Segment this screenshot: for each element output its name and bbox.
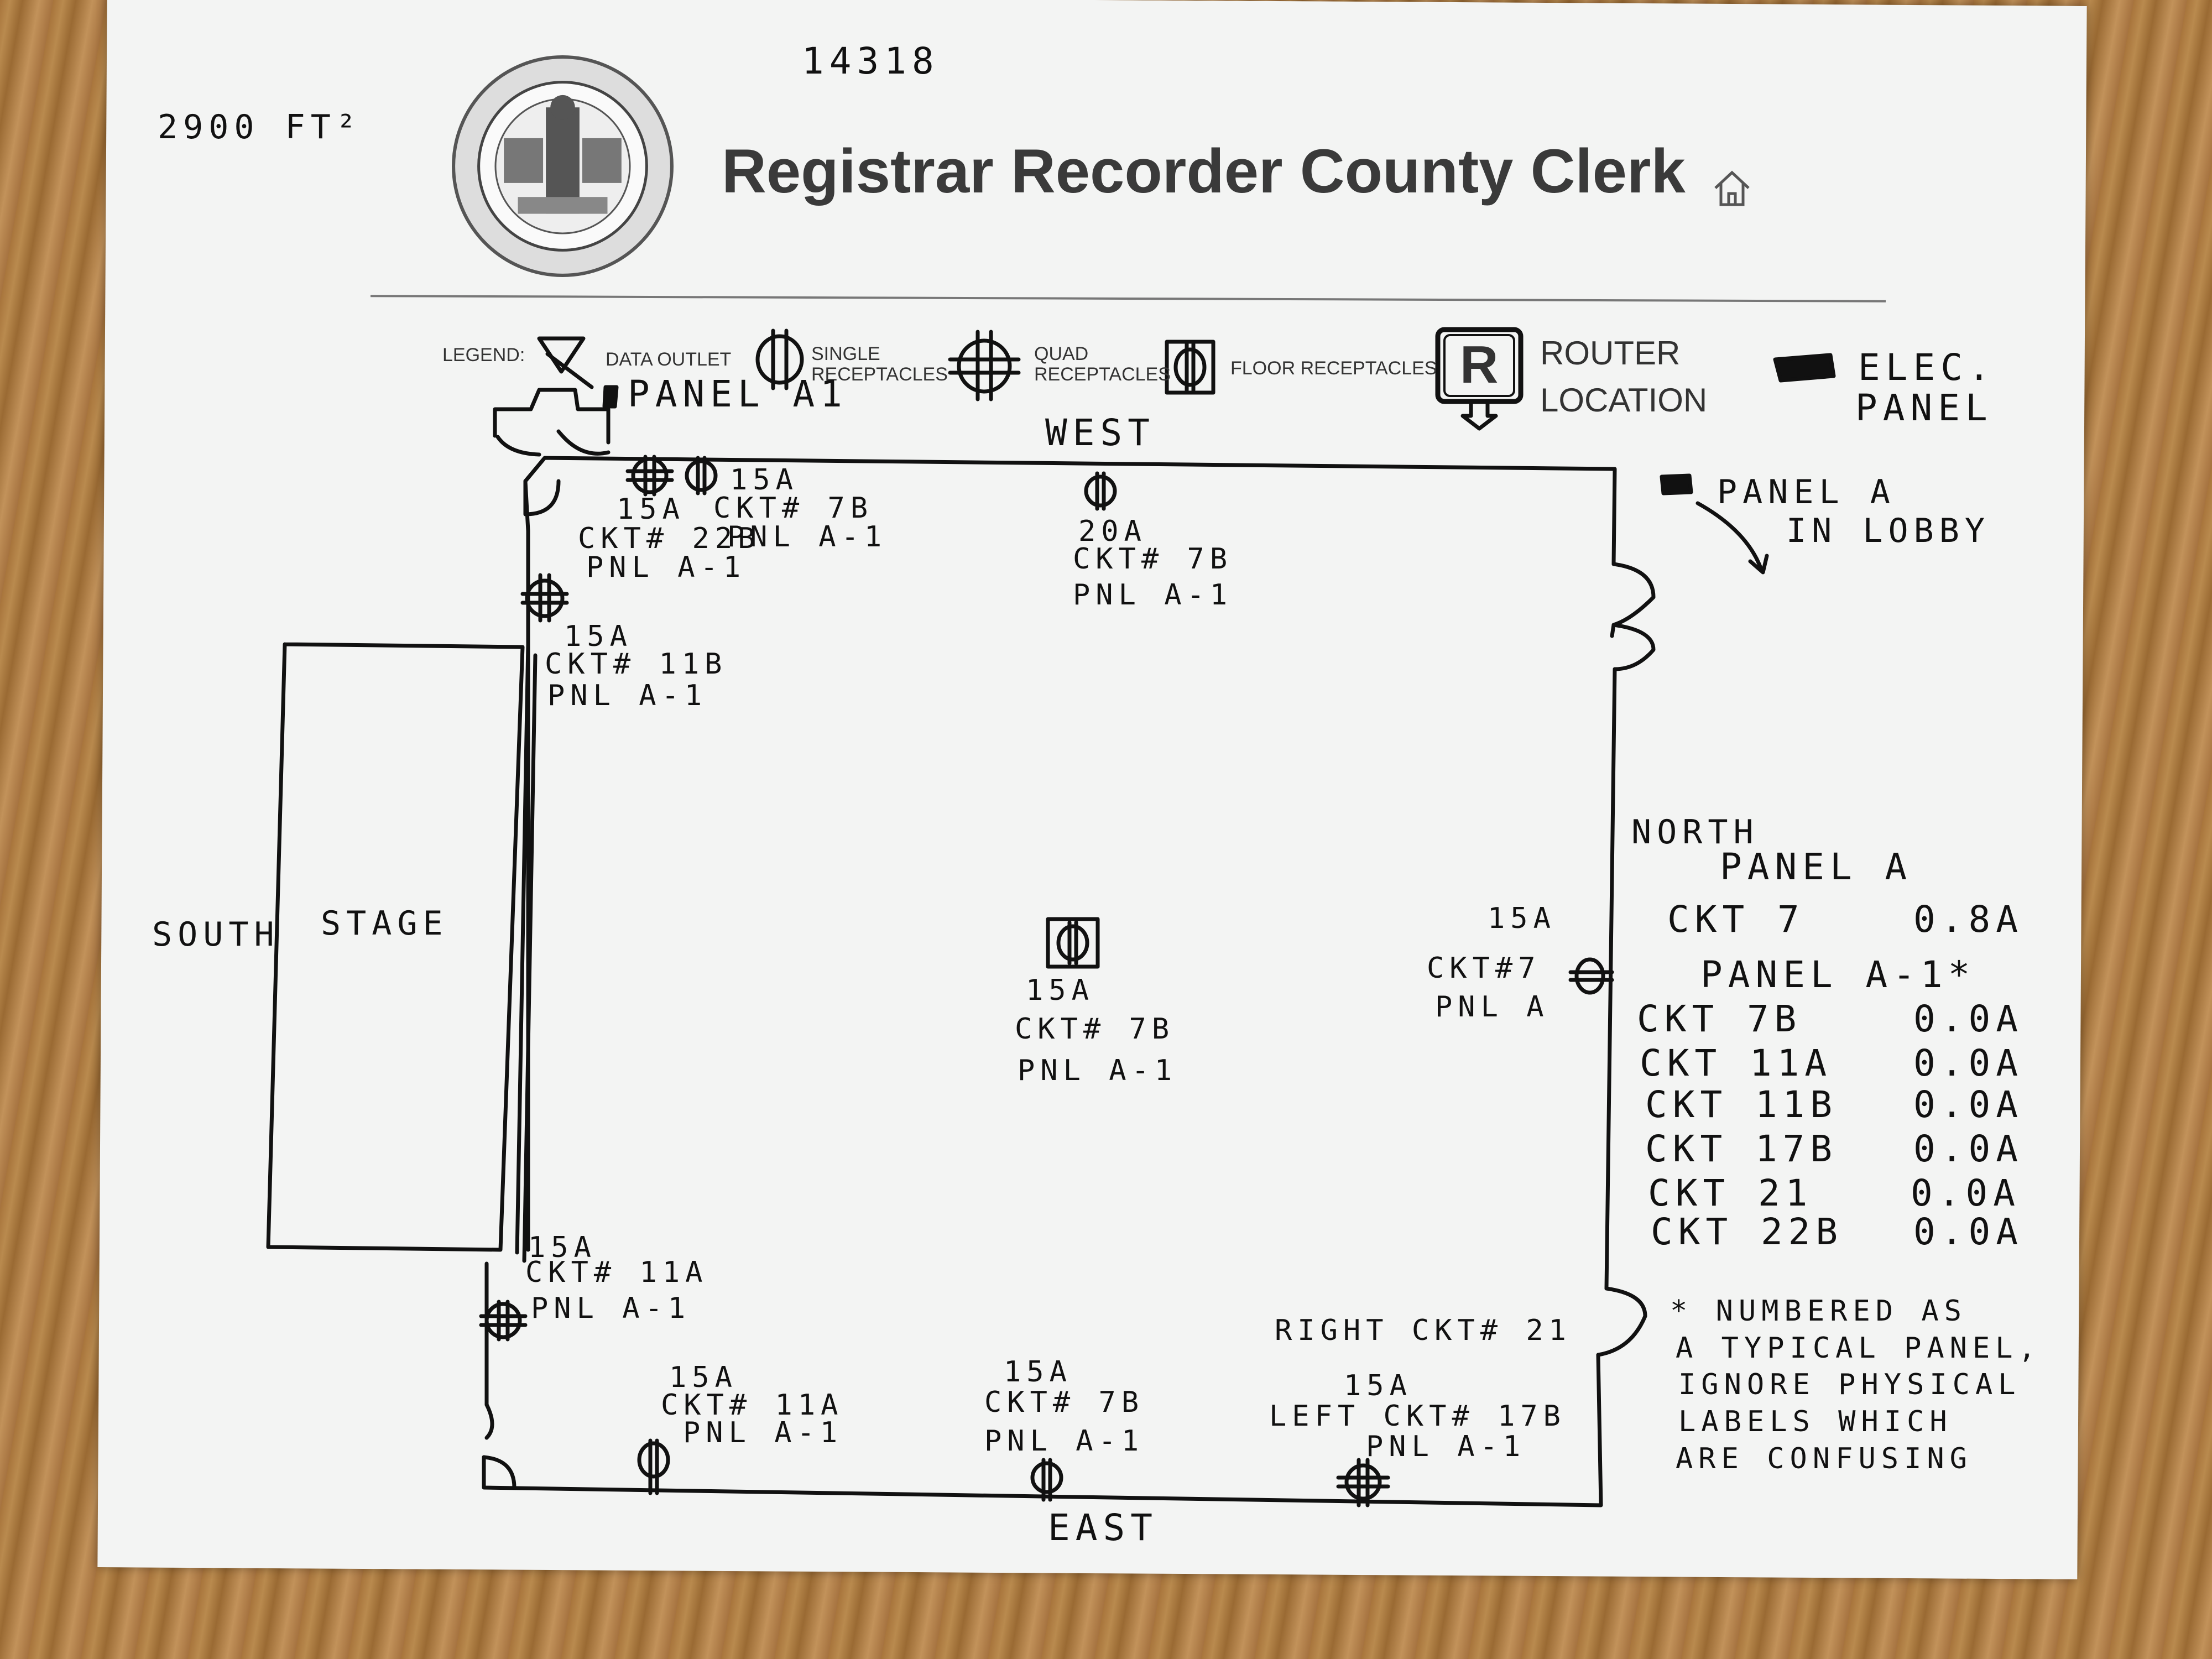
single-receptacle-icon: [755, 328, 804, 390]
footnote-line2: A TYPICAL PANEL,: [1676, 1332, 2041, 1365]
load-row-ckt: CKT 11B: [1645, 1083, 1838, 1126]
quad-receptacle-icon-top-left: [625, 455, 674, 497]
footnote-line5: ARE CONFUSING: [1676, 1442, 1973, 1475]
outlet-label-j-line4: PNL A-1: [1366, 1430, 1526, 1463]
load-table-panel-a-heading: PANEL A: [1720, 846, 1913, 888]
legend-floor-receptacle-label: FLOOR RECEPTACLES: [1230, 358, 1437, 379]
quad-receptacle-icon-bottom-left: [479, 1300, 528, 1342]
quad-receptacle-icon: [948, 330, 1021, 401]
panel-a-note-line2: IN LOBBY: [1786, 512, 1990, 550]
single-receptacle-icon-west-wall: [1084, 471, 1117, 511]
outlet-label-h-line1: 15A: [669, 1361, 738, 1394]
outlet-label-j-line1: RIGHT CKT# 21: [1275, 1314, 1572, 1347]
panel-a-note-line1: PANEL A: [1717, 473, 1896, 512]
area-note: 2900 FT²: [158, 108, 362, 147]
outlet-label-b-line2: CKT# 7B: [713, 492, 874, 525]
load-row-amps: 0.0A: [1913, 998, 2023, 1040]
outlet-label-d-line3: PNL A-1: [547, 679, 708, 712]
panel-a1-label: PANEL A1: [628, 373, 848, 415]
outlet-label-i-line3: PNL A-1: [984, 1425, 1145, 1458]
outlet-label-h-line3: PNL A-1: [683, 1416, 843, 1449]
outlet-label-a-line1: 15A: [617, 493, 685, 526]
floor-receptacle-icon: [1165, 340, 1215, 395]
single-receptacle-icon-top: [685, 456, 718, 495]
outlet-label-e-line3: PNL A-1: [1018, 1054, 1178, 1087]
outlet-label-f-line2: CKT#7: [1427, 952, 1541, 985]
load-row-amps: 0.0A: [1913, 1042, 2023, 1084]
quad-receptacle-icon-east-3: [1336, 1458, 1390, 1507]
outlet-label-g-line2: CKT# 11A: [525, 1256, 708, 1289]
outlet-label-d-line2: CKT# 11B: [545, 648, 728, 681]
legend-quad-receptacle-label: QUAD RECEPTACLES: [1034, 343, 1171, 385]
load-row-amps: 0.0A: [1913, 1211, 2023, 1253]
load-row-amps: 0.0A: [1913, 1083, 2023, 1126]
legend-router-label-line1: ROUTER: [1540, 335, 1681, 372]
data-outlet-icon: [537, 336, 594, 389]
home-icon: [1714, 170, 1750, 206]
south-label: SOUTH: [152, 915, 280, 954]
router-letter: R: [1460, 335, 1499, 394]
load-panel-a-amps: 0.8A: [1913, 898, 2023, 941]
east-label: EAST: [1048, 1506, 1158, 1549]
outlet-label-j-line3: LEFT CKT# 17B: [1269, 1400, 1566, 1433]
legend-router-label-line2: LOCATION: [1540, 382, 1708, 419]
outlet-label-e-line2: CKT# 7B: [1015, 1013, 1175, 1046]
footnote-line1: * NUMBERED AS: [1670, 1295, 1967, 1328]
legend-single-receptacle-label: SINGLE RECEPTACLES: [811, 343, 948, 385]
floor-receptacle-icon-center: [1046, 917, 1100, 969]
stage-label: STAGE: [321, 904, 448, 943]
load-row-ckt: CKT 11A: [1640, 1042, 1833, 1084]
load-row-ckt: CKT 17B: [1645, 1128, 1838, 1170]
electrical-panel-icon: [1773, 353, 1836, 383]
outlet-label-c-line3: PNL A-1: [1073, 578, 1233, 612]
outlet-label-g-line1: 15A: [528, 1231, 597, 1264]
job-number: 14318: [802, 40, 940, 82]
single-receptacle-icon-east-2: [1030, 1458, 1063, 1502]
quad-receptacle-icon-left-wall: [520, 573, 569, 623]
footnote-line4: LABELS WHICH: [1678, 1405, 1953, 1438]
outlet-label-i-line2: CKT# 7B: [984, 1386, 1145, 1419]
legend-label: LEGEND:: [442, 345, 525, 366]
legend-elec-panel-label-line1: ELEC.: [1858, 346, 1996, 389]
load-row-ckt: CKT 7B: [1637, 998, 1802, 1040]
outlet-label-e-line1: 15A: [1026, 974, 1094, 1007]
north-label: NORTH: [1631, 813, 1759, 852]
outlet-label-d-line1: 15A: [564, 620, 633, 653]
outlet-label-h-line2: CKT# 11A: [661, 1389, 844, 1422]
outlet-label-c-line2: CKT# 7B: [1073, 542, 1233, 576]
west-label: WEST: [1045, 411, 1155, 454]
outlet-label-b-line3: PNL A-1: [727, 520, 888, 554]
outlet-label-b-line1: 15A: [730, 463, 799, 497]
outlet-label-f-line1: 15A: [1488, 902, 1556, 935]
outlet-label-j-line2: 15A: [1344, 1369, 1412, 1402]
outlet-label-c-line1: 20A: [1078, 515, 1147, 548]
legend-data-outlet-label: DATA OUTLET: [606, 349, 732, 370]
router-icon: [1435, 327, 1524, 431]
load-row-amps: 0.0A: [1911, 1172, 2021, 1214]
load-row-ckt: CKT 22B: [1651, 1211, 1844, 1253]
outlet-label-a-line2: CKT# 22B: [578, 522, 761, 555]
single-receptacle-icon-north-wall: [1568, 957, 1614, 995]
load-row-amps: 0.0A: [1913, 1128, 2023, 1170]
page-title: Registrar Recorder County Clerk: [722, 137, 1686, 206]
outlet-label-a-line3: PNL A-1: [586, 551, 747, 584]
county-of-los-angeles-seal-icon: [452, 55, 674, 277]
load-panel-a-ckt: CKT 7: [1667, 898, 1805, 941]
load-table-panel-a1-heading: PANEL A-1*: [1700, 953, 1976, 996]
footnote-line3: IGNORE PHYSICAL: [1678, 1368, 2021, 1401]
outlet-label-f-line3: PNL A: [1435, 990, 1550, 1024]
outlet-label-g-line3: PNL A-1: [531, 1292, 691, 1325]
single-receptacle-icon-east-1: [637, 1438, 670, 1495]
legend-elec-panel-label-line2: PANEL: [1855, 387, 1993, 429]
outlet-label-i-line1: 15A: [1004, 1355, 1072, 1389]
load-row-ckt: CKT 21: [1648, 1172, 1813, 1214]
